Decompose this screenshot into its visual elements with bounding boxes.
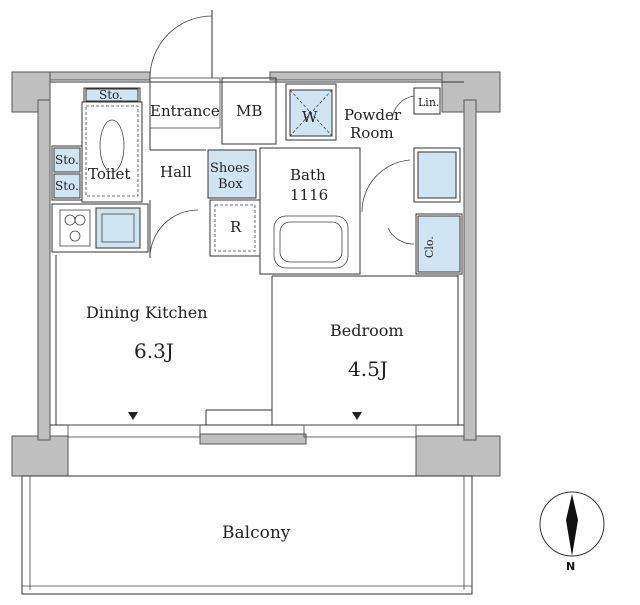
column-bottom-right: [415, 435, 501, 477]
wall-left: [37, 99, 51, 441]
label-hall: Hall: [160, 163, 192, 181]
label-sto-left-2: Sto.: [55, 179, 79, 193]
mb-box: [221, 77, 277, 145]
burner-icon: [69, 230, 81, 242]
r-box-dashed: [214, 204, 256, 252]
sink-icon: [101, 213, 135, 243]
label-powder-room-2: Room: [350, 124, 394, 142]
label-clo: Clo.: [423, 236, 436, 258]
kitchen-counter: [51, 203, 149, 253]
hall-door-swing: [149, 209, 199, 259]
lin-door-swing: [391, 95, 415, 121]
closet-box: [415, 213, 463, 275]
label-w: W: [302, 108, 318, 126]
balcony-area: [21, 475, 473, 595]
label-sto-left-1: Sto.: [55, 153, 79, 167]
label-balcony: Balcony: [222, 523, 291, 543]
window-bedroom: [303, 424, 417, 438]
label-sto-top: Sto.: [99, 88, 123, 102]
bathtub-icon: [273, 215, 349, 269]
label-bath: Bath: [290, 166, 326, 184]
toilet-bowl-icon: [99, 119, 125, 173]
window-arrow-icon: [128, 412, 138, 420]
sto-left-fill-1: [53, 147, 81, 173]
wall-top-left: [49, 71, 151, 81]
north-arrow-icon: [566, 494, 578, 556]
wall-right: [463, 99, 477, 441]
burner-icon: [74, 214, 86, 226]
vanity: [413, 147, 461, 203]
label-powder-room-1: Powder: [344, 106, 402, 124]
label-bath-size: 1116: [290, 186, 328, 204]
label-dining-kitchen-size: 6.3J: [134, 339, 174, 363]
window-arrow-icon: [352, 412, 362, 420]
wall-bottom-center: [199, 433, 307, 445]
label-toilet: Toilet: [88, 165, 130, 183]
toilet-dashed: [85, 105, 139, 197]
column-top-left: [11, 71, 51, 113]
sto-left-box: [51, 145, 83, 201]
burner-icon: [64, 214, 76, 226]
label-shoes-box-2: Box: [218, 177, 243, 192]
stove: [59, 209, 91, 247]
window-dining: [67, 424, 201, 438]
label-bedroom: Bedroom: [330, 321, 404, 340]
shoes-box-fill: [207, 149, 257, 199]
toilet-room: [81, 101, 143, 203]
washer-area: [285, 83, 337, 141]
closet-door-swing: [387, 227, 415, 245]
powder-door-swing: [361, 159, 411, 213]
washer-cross: [289, 89, 333, 137]
entrance-area: [149, 77, 221, 129]
label-shoes-box-1: Shoes: [210, 161, 249, 176]
wall-top-right: [269, 71, 443, 81]
column-bottom-left: [11, 435, 69, 477]
sto-top-fill: [85, 88, 139, 102]
lin-box: [413, 87, 441, 115]
closet-fill: [417, 215, 461, 273]
label-entrance: Entrance: [150, 102, 220, 120]
sto-left-fill-2: [53, 173, 81, 199]
label-r: R: [230, 218, 242, 236]
label-lin: Lin.: [418, 96, 439, 109]
label-north: N: [566, 560, 575, 573]
entrance-door-swing: [149, 15, 213, 79]
label-dining-kitchen: Dining Kitchen: [86, 303, 208, 322]
vanity-fill: [417, 151, 457, 199]
label-bedroom-size: 4.5J: [348, 357, 388, 381]
sink-counter: [95, 207, 141, 249]
bathtub-inner: [279, 221, 343, 263]
label-mb: MB: [236, 102, 262, 120]
